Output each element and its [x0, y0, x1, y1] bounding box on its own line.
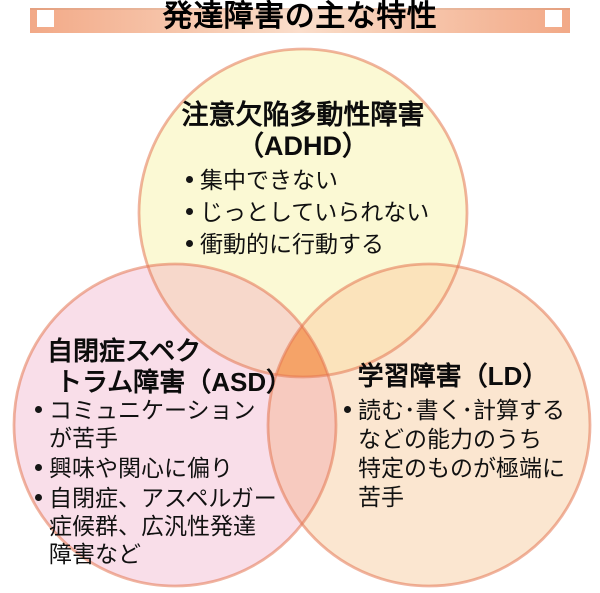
venn-border-adhd: [137, 47, 469, 379]
adhd-title-line: 注意欠陥多動性障害: [181, 100, 425, 130]
page-title: 発達障害の主な特性: [162, 0, 438, 33]
bullet-dot: [35, 464, 42, 471]
bullet-dot: [186, 240, 193, 247]
title-bar-square-right: [545, 10, 562, 27]
title-bar-square-left: [37, 10, 54, 27]
venn-border-ld: [266, 262, 592, 588]
venn-border-asd: [12, 262, 338, 588]
adhd-title: 注意欠陥多動性障害 （ADHD）: [153, 100, 453, 162]
adhd-bullet-list: 集中できない じっとしていられない 衝動的に行動する: [186, 166, 429, 262]
bullet-line: 興味や関心に偏り: [49, 455, 233, 481]
bullet-line: 自閉症、アスペルガー: [49, 485, 277, 511]
bullet-line: などの能力のうち: [358, 426, 542, 452]
bullet-line: が苦手: [49, 425, 118, 451]
bullet-line: コミュニケーション: [49, 397, 256, 423]
asd-title-line: トラム障害（ASD）: [56, 367, 293, 397]
bullet-line: 集中できない: [200, 167, 338, 193]
bullet-line: じっとしていられない: [200, 199, 430, 225]
bullet-dot: [35, 494, 42, 501]
title-bar: [30, 8, 570, 33]
bullet-line: 症候群、広汎性発達: [49, 513, 256, 539]
asd-bullet-list: コミュニケーション が苦手 興味や関心に偏り 自閉症、アスペルガー 症候群、広汎…: [35, 396, 277, 570]
asd-title: 自閉症スペク トラム障害（ASD）: [47, 336, 292, 398]
list-item: コミュニケーション が苦手: [35, 396, 277, 452]
list-item: 集中できない: [186, 166, 429, 194]
ld-title-line: 学習障害（LD）: [357, 361, 549, 391]
list-item: 自閉症、アスペルガー 症候群、広汎性発達 障害など: [35, 484, 277, 568]
bullet-line: 苦手: [358, 484, 404, 510]
bullet-dot: [35, 406, 42, 413]
list-item: 興味や関心に偏り: [35, 454, 277, 482]
list-item: じっとしていられない: [186, 198, 429, 226]
bullet-line: 障害など: [49, 541, 141, 567]
adhd-title-line: （ADHD）: [237, 131, 369, 161]
bullet-dot: [186, 176, 193, 183]
ld-bullet-list: 読む･書く･計算する などの能力のうち 特定のものが極端に 苦手: [344, 396, 565, 512]
bullet-line: 特定のものが極端に: [358, 455, 565, 481]
overlap-adhd-ld: [268, 264, 467, 377]
overlap-adhd-asd: [139, 264, 336, 377]
ld-title: 学習障害（LD）: [338, 361, 568, 392]
bullet-dot: [186, 208, 193, 215]
list-item: 読む･書く･計算する などの能力のうち 特定のものが極端に 苦手: [344, 396, 565, 512]
list-item: 衝動的に行動する: [186, 230, 429, 258]
bullet-line: 読む･書く･計算する: [358, 397, 565, 423]
asd-title-line: 自閉症スペク: [47, 336, 202, 366]
bullet-line: 衝動的に行動する: [200, 231, 384, 257]
bullet-dot: [344, 406, 351, 413]
